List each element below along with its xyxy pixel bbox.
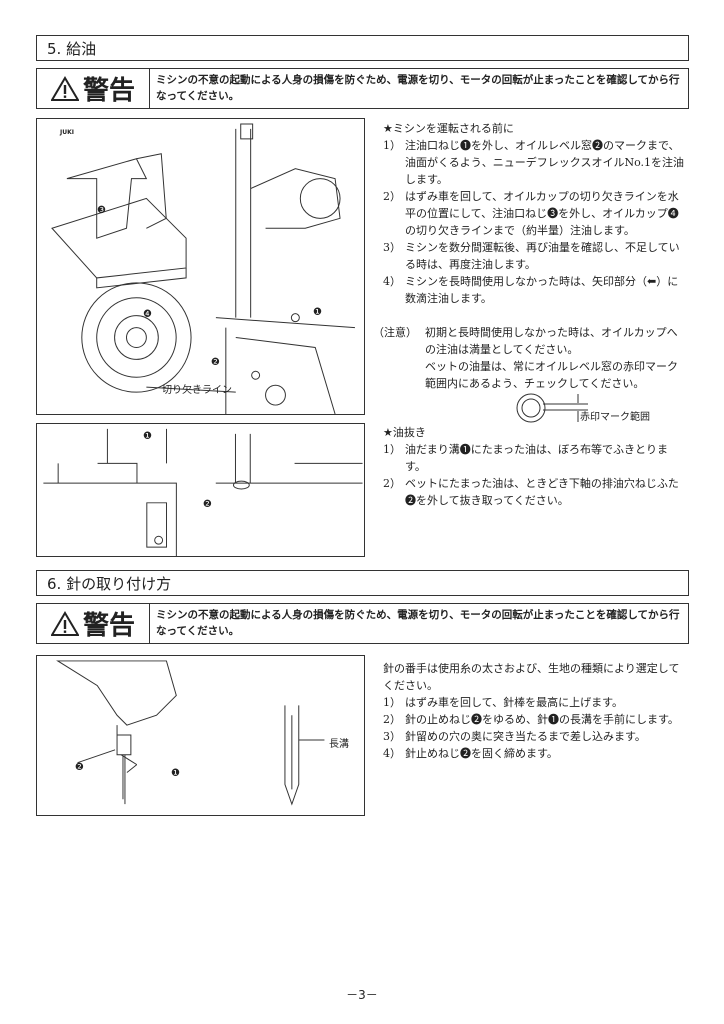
warning-triangle-icon [50, 610, 79, 636]
warning-triangle-icon [50, 75, 79, 101]
oil-level-gauge: 赤印マーク範囲 [383, 392, 688, 424]
warning-text: ミシンの不意の起動による人身の損傷を防ぐため、電源を切り、モータの回転が止まった… [156, 609, 680, 637]
page-number: －3－ [346, 988, 378, 1002]
oiling-instructions: ★ミシンを運転される前に 1）注油口ねじ❶を外し、オイルレベル窓❷のマークまで、… [373, 120, 688, 509]
oiling-figure: JUKI ❸ ❹ 切り欠きライン ❶ ❷ [36, 118, 365, 415]
warning-box: 警告 ミシンの不意の起動による人身の損傷を防ぐため、電源を切り、モータの回転が止… [36, 603, 689, 644]
needle-instructions: 針の番手は使用糸の太さおよび、生地の種類により選定してください。 1）はずみ車を… [383, 662, 680, 760]
warning-label: 警告 [37, 604, 150, 643]
warning-text: ミシンの不意の起動による人身の損傷を防ぐため、電源を切り、モータの回転が止まった… [156, 74, 680, 102]
warning-box: 警告 ミシンの不意の起動による人身の損傷を防ぐため、電源を切り、モータの回転が止… [36, 68, 689, 109]
section-5-header: 5. 給油 [36, 35, 689, 61]
needle-figure: 長溝 ❷ ❶ [36, 655, 365, 816]
warning-label: 警告 [37, 69, 150, 108]
oil-drain-figure: ❶ ❷ [36, 423, 365, 557]
section-6-header: 6. 針の取り付け方 [36, 570, 689, 596]
